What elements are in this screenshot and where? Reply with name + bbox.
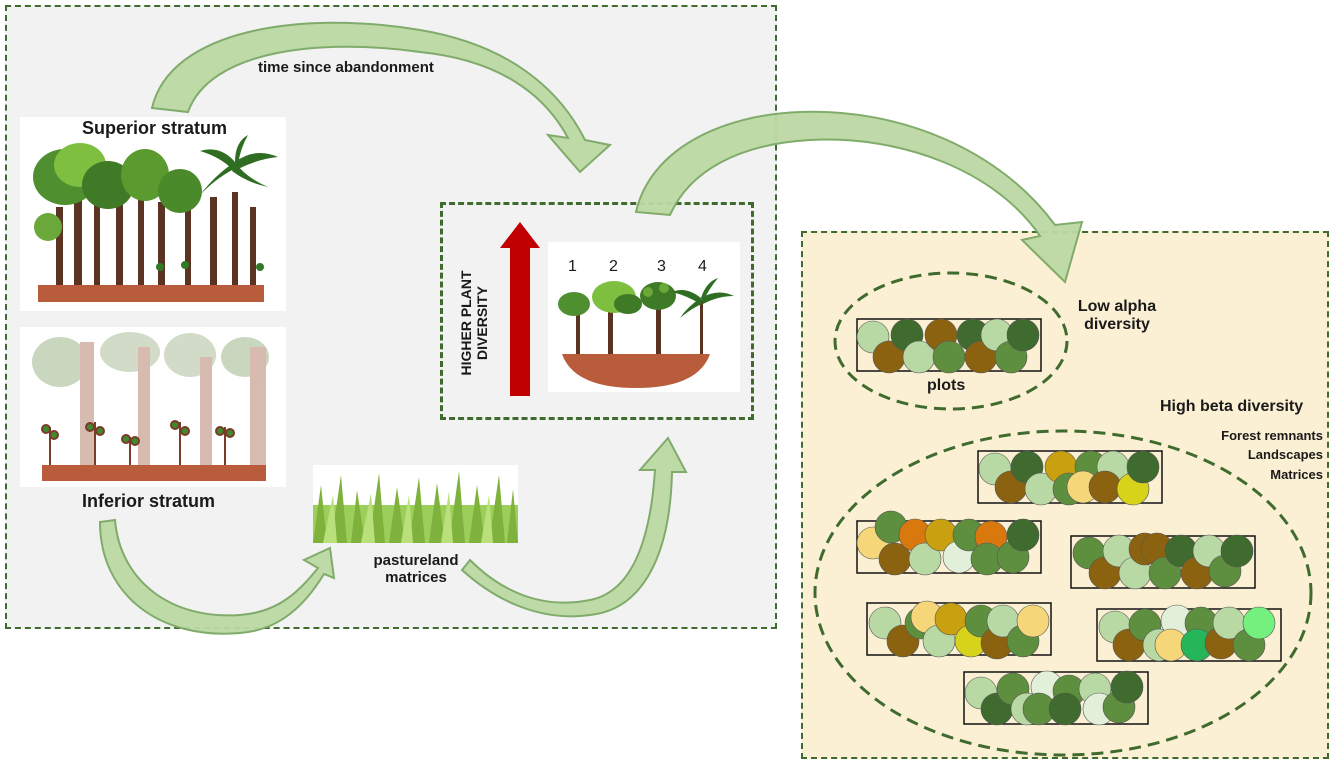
palm-tree-icon	[200, 135, 278, 195]
soil-mound	[562, 354, 710, 388]
soil-strip	[38, 285, 264, 302]
superior-stratum-card	[20, 117, 286, 311]
soil-strip	[42, 465, 266, 481]
higher-plant-line2: DIVERSITY	[474, 286, 490, 360]
plot-group	[1096, 604, 1282, 662]
inferior-stratum-card	[20, 327, 286, 487]
red-up-arrow-icon	[500, 222, 540, 396]
stratum-number-4: 4	[698, 258, 707, 275]
plot-group	[1070, 532, 1256, 590]
inferior-forest-illustration	[32, 332, 269, 481]
plot-group	[856, 510, 1042, 576]
plots-label: plots	[927, 377, 966, 394]
matrices-label: Matrices	[1270, 467, 1323, 482]
seedling-icon	[156, 261, 264, 271]
strata-illustration	[558, 278, 734, 388]
landscapes-label: Landscapes	[1247, 447, 1323, 462]
low-alpha-ellipse	[833, 271, 1069, 411]
time-since-abandonment-label: time since abandonment	[258, 59, 434, 76]
diversity-diagram	[813, 271, 1313, 757]
plot-group	[866, 600, 1052, 660]
tree-canopy-icon	[33, 143, 202, 241]
plot-group	[977, 450, 1163, 506]
pastureland-label: pastureland matrices	[361, 552, 471, 586]
plot-group	[856, 318, 1042, 374]
higher-plant-diversity-label: HIGHER PLANT DIVERSITY	[458, 253, 498, 393]
stratum-number-1: 1	[568, 258, 577, 275]
tree-canopy-icon	[558, 281, 676, 316]
pastureland-card	[313, 465, 518, 543]
higher-plant-line1: HIGHER PLANT	[458, 270, 474, 376]
grass-icon	[313, 471, 518, 543]
superior-stratum-label: Superior stratum	[82, 118, 228, 138]
superior-forest-illustration	[33, 135, 278, 302]
stratum-number-3: 3	[657, 258, 666, 275]
seedling-icon	[41, 420, 235, 465]
inferior-stratum-label: Inferior stratum	[82, 491, 216, 511]
high-beta-ellipse	[813, 429, 1313, 757]
forest-remnants-label: Forest remnants	[1221, 428, 1323, 443]
palm-tree-icon	[672, 278, 734, 318]
strata-illustration-card	[548, 242, 740, 392]
low-alpha-label: Low alpha diversity	[1067, 298, 1167, 334]
pastureland-line1: pastureland	[373, 552, 459, 569]
low-alpha-line2: diversity	[1084, 316, 1150, 333]
pastureland-line2: matrices	[385, 569, 447, 586]
high-beta-label: High beta diversity	[1160, 398, 1304, 415]
low-alpha-line1: Low alpha	[1077, 298, 1157, 315]
plot-group	[963, 670, 1149, 726]
stratum-number-2: 2	[609, 258, 618, 275]
